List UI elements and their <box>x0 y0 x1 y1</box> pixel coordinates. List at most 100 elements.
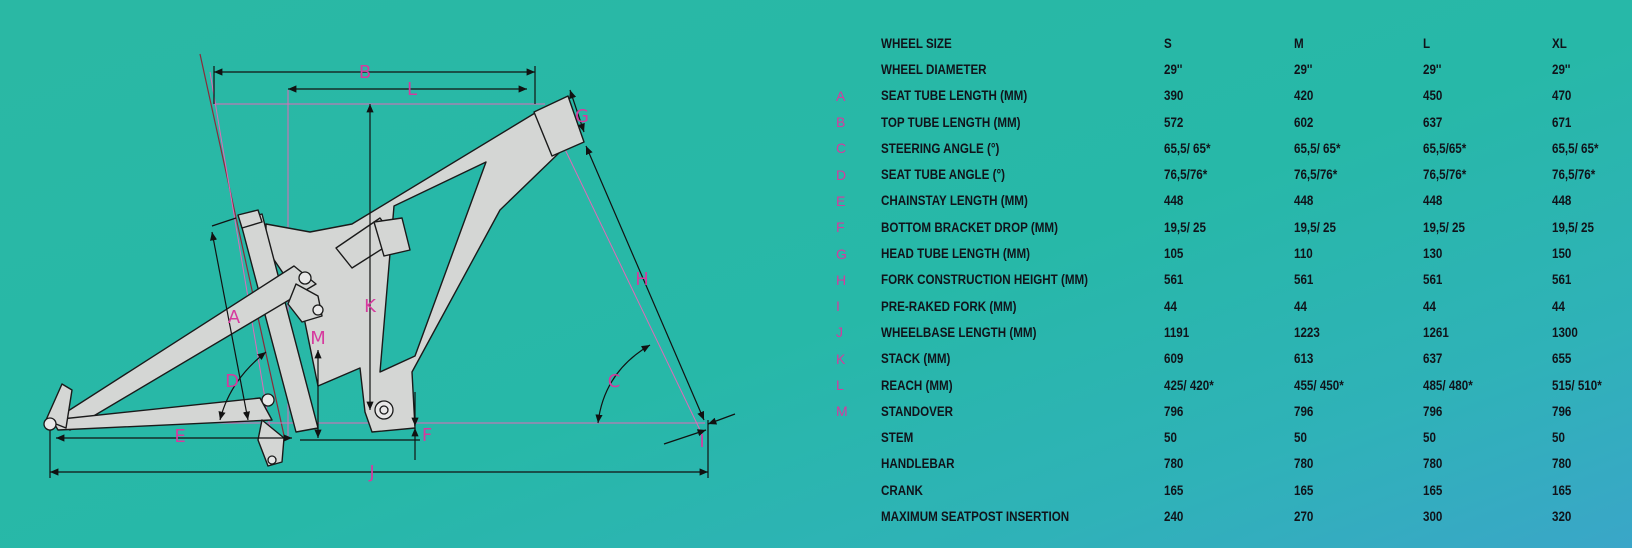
row-label: STANDOVER <box>880 403 953 419</box>
rear-dropout <box>45 383 73 429</box>
row-code: L <box>836 377 844 393</box>
row-label: STACK (MM) <box>880 351 951 367</box>
bike-frame <box>45 95 585 467</box>
row-code: J <box>836 324 843 341</box>
row-value: 105 <box>1164 246 1184 262</box>
row-value: 165 <box>1422 482 1443 498</box>
dimension-label-m: M <box>310 328 326 349</box>
row-label: STEERING ANGLE (°) <box>880 140 1000 156</box>
dimension-label-b: B <box>359 62 371 83</box>
row-value: 50 <box>1552 430 1566 446</box>
row-value: 796 <box>1552 403 1572 419</box>
row-value: 165 <box>1293 482 1313 498</box>
row-label: SEAT TUBE ANGLE (°) <box>880 167 1005 183</box>
row-value: 44 <box>1164 298 1178 314</box>
row-value: 655 <box>1552 351 1572 367</box>
row-value: 76,5/76* <box>1552 167 1596 183</box>
row-label: HEAD TUBE LENGTH (MM) <box>880 246 1030 262</box>
table-row: C STEERING ANGLE (°) 65,5/ 65* 65,5/ 65* 65,… <box>830 135 1632 161</box>
row-label: REACH (MM) <box>880 377 953 393</box>
row-code: A <box>836 87 846 104</box>
row-value: 637 <box>1422 351 1443 367</box>
row-value: 76,5/76* <box>1422 167 1467 183</box>
row-value: 796 <box>1293 403 1313 419</box>
size-header-m: M <box>1293 35 1304 51</box>
row-value: 671 <box>1552 114 1572 130</box>
row-value: 19,5/ 25 <box>1552 219 1595 235</box>
row-value: 780 <box>1422 456 1443 472</box>
row-code: C <box>836 140 847 157</box>
row-value: 455/ 450* <box>1293 377 1344 393</box>
row-value: 19,5/ 25 <box>1164 219 1207 235</box>
row-value: 65,5/ 65* <box>1293 140 1341 156</box>
row-value: 29'' <box>1552 61 1571 77</box>
row-label: CHAINSTAY LENGTH (MM) <box>880 193 1028 209</box>
row-value: 448 <box>1293 193 1313 209</box>
row-label: BOTTOM BRACKET DROP (MM) <box>880 219 1058 235</box>
dimension-label-j: J <box>368 462 374 483</box>
row-value: 780 <box>1293 456 1313 472</box>
row-code <box>830 424 881 450</box>
front-triangle-cutout <box>379 161 487 373</box>
row-value: 448 <box>1552 193 1572 209</box>
row-label: FORK CONSTRUCTION HEIGHT (MM) <box>880 272 1088 288</box>
row-code: M <box>836 403 848 420</box>
dimension-label-k: K <box>364 296 377 317</box>
row-value: 613 <box>1293 351 1313 367</box>
row-value: 29'' <box>1293 61 1312 77</box>
row-value: 425/ 420* <box>1164 377 1214 393</box>
row-code: I <box>836 298 840 315</box>
row-code <box>830 477 881 503</box>
row-value: 65,5/65* <box>1422 140 1467 156</box>
frame-pivots <box>43 271 394 465</box>
row-value: 240 <box>1164 508 1184 524</box>
row-code <box>830 503 881 529</box>
row-label: HANDLEBAR <box>880 456 955 472</box>
header-label: WHEEL SIZE <box>880 35 952 51</box>
row-value: 65,5/ 65* <box>1164 140 1211 156</box>
row-value: 1300 <box>1552 324 1579 340</box>
row-value: 165 <box>1552 482 1572 498</box>
row-value: 390 <box>1164 88 1184 104</box>
row-value: 44 <box>1422 298 1436 314</box>
dimension-label-a: A <box>228 307 241 328</box>
row-label: TOP TUBE LENGTH (MM) <box>880 114 1021 130</box>
row-code: K <box>836 350 846 367</box>
dimension-lines <box>49 66 736 478</box>
row-value: 420 <box>1293 88 1313 104</box>
row-value: 165 <box>1164 482 1184 498</box>
row-value: 50 <box>1422 430 1436 446</box>
row-value: 270 <box>1293 508 1313 524</box>
dimension-label-f: F <box>422 425 432 446</box>
row-value: 50 <box>1164 430 1178 446</box>
row-value: 448 <box>1422 193 1443 209</box>
row-code: E <box>836 192 846 209</box>
row-value: 561 <box>1552 272 1572 288</box>
row-label: WHEELBASE LENGTH (MM) <box>880 324 1037 340</box>
row-value: 29'' <box>1164 61 1183 77</box>
row-value: 561 <box>1164 272 1184 288</box>
row-label: SEAT TUBE LENGTH (MM) <box>880 88 1027 104</box>
row-value: 110 <box>1293 246 1313 262</box>
row-value: 44 <box>1293 298 1307 314</box>
size-header-s: S <box>1164 35 1173 51</box>
row-label: WHEEL DIAMETER <box>880 61 987 77</box>
row-code: B <box>836 114 846 131</box>
row-value: 44 <box>1552 298 1566 314</box>
row-value: 65,5/ 65* <box>1552 140 1599 156</box>
row-value: 515/ 510* <box>1552 377 1602 393</box>
